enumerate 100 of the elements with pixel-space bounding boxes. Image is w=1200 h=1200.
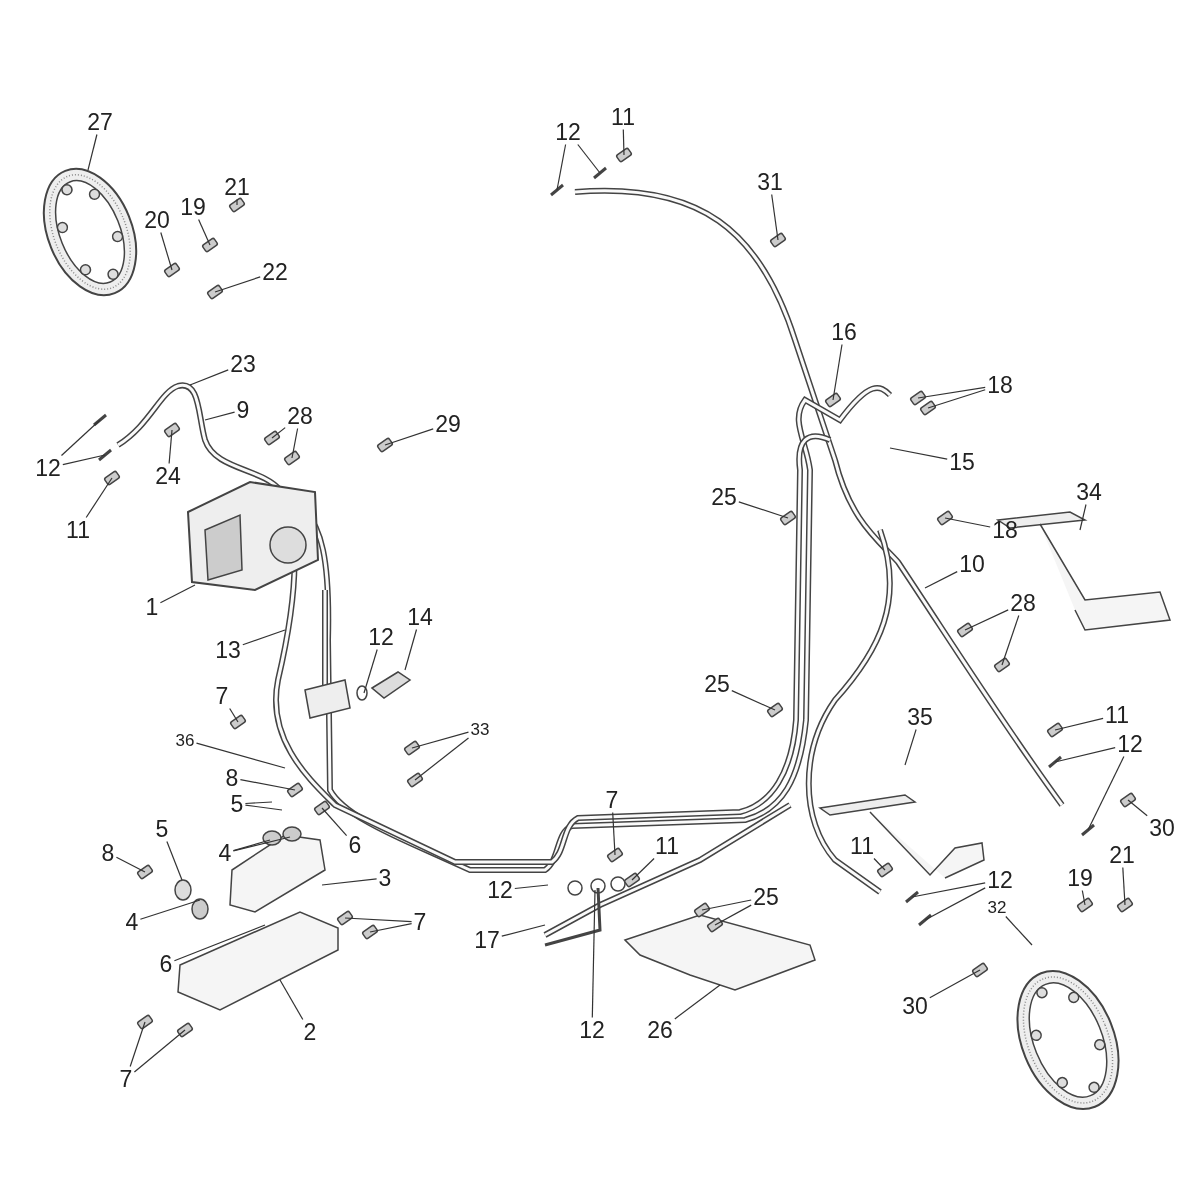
leader-line bbox=[291, 427, 299, 459]
leader-line bbox=[927, 389, 986, 409]
leader-line bbox=[1127, 799, 1148, 817]
callout-number: 19 bbox=[1067, 866, 1093, 890]
leader-line bbox=[1054, 747, 1116, 763]
leader-line bbox=[501, 924, 546, 937]
leader-line bbox=[244, 801, 273, 805]
leader-line bbox=[363, 648, 378, 694]
leader-line bbox=[232, 839, 271, 852]
callout-number: 11 bbox=[655, 834, 679, 858]
leader-line bbox=[904, 728, 917, 766]
callout-number: 24 bbox=[155, 464, 181, 488]
leader-line bbox=[929, 969, 981, 999]
leader-line bbox=[160, 231, 173, 271]
callout-number: 2 bbox=[303, 1020, 317, 1044]
callout-number: 12 bbox=[1117, 732, 1143, 756]
callout-number: 11 bbox=[1105, 703, 1129, 727]
callout-number: 25 bbox=[753, 885, 779, 909]
callout-number: 6 bbox=[348, 833, 362, 857]
leader-line bbox=[964, 609, 1009, 631]
callout-number: 11 bbox=[66, 518, 90, 542]
callout-number: 5 bbox=[230, 792, 244, 816]
callout-number: 20 bbox=[144, 208, 170, 232]
leader-line bbox=[166, 840, 183, 881]
leader-line bbox=[62, 454, 106, 466]
leader-line bbox=[229, 707, 239, 723]
callout-number: 21 bbox=[224, 175, 250, 199]
leader-line bbox=[917, 386, 986, 399]
leader-line bbox=[244, 804, 283, 811]
callout-number: 12 bbox=[487, 878, 513, 902]
callout-number: 36 bbox=[175, 731, 195, 749]
callout-number: 8 bbox=[101, 841, 115, 865]
leader-line bbox=[771, 193, 779, 241]
callout-number: 15 bbox=[949, 450, 975, 474]
leader-line bbox=[701, 899, 752, 911]
leader-line bbox=[612, 811, 616, 856]
leader-line bbox=[411, 731, 470, 749]
callout-number: 25 bbox=[704, 672, 730, 696]
leader-line bbox=[1081, 889, 1086, 906]
callout-number: 26 bbox=[647, 1018, 673, 1042]
callout-number: 34 bbox=[1076, 480, 1102, 504]
callout-number: 8 bbox=[225, 766, 239, 790]
leader-line bbox=[911, 882, 986, 898]
leader-line bbox=[889, 447, 948, 460]
leader-line bbox=[591, 889, 596, 1019]
leader-line bbox=[414, 737, 470, 781]
leader-line bbox=[321, 878, 378, 886]
callout-number: 5 bbox=[155, 817, 169, 841]
callout-number: 6 bbox=[159, 952, 173, 976]
leader-line bbox=[115, 856, 146, 873]
leader-line bbox=[321, 807, 348, 837]
callout-number: 4 bbox=[125, 910, 139, 934]
leader-line bbox=[944, 517, 991, 528]
leader-line bbox=[556, 143, 567, 191]
callout-number: 11 bbox=[850, 834, 874, 858]
callout-number: 12 bbox=[987, 868, 1013, 892]
leader-line bbox=[139, 899, 201, 920]
callout-number: 7 bbox=[215, 684, 229, 708]
leader-line bbox=[133, 1029, 186, 1073]
callout-number: 17 bbox=[474, 928, 500, 952]
callout-number: 7 bbox=[413, 910, 427, 934]
callout-number: 21 bbox=[1109, 843, 1135, 867]
leader-line bbox=[173, 924, 266, 962]
leader-line bbox=[1122, 866, 1126, 906]
leader-line bbox=[60, 419, 101, 457]
callout-number: 27 bbox=[87, 110, 113, 134]
leader-line bbox=[1087, 755, 1125, 831]
callout-number: 10 bbox=[959, 552, 985, 576]
leader-line bbox=[622, 128, 625, 156]
callout-number: 12 bbox=[555, 120, 581, 144]
callout-number: 31 bbox=[757, 170, 783, 194]
leader-line bbox=[1079, 503, 1087, 531]
callout-number: 12 bbox=[35, 456, 61, 480]
leader-line bbox=[239, 779, 296, 791]
leader-line bbox=[714, 904, 752, 926]
callout-number: 28 bbox=[1010, 591, 1036, 615]
leader-line bbox=[873, 857, 886, 871]
callout-number: 3 bbox=[378, 866, 392, 890]
callout-number: 25 bbox=[711, 485, 737, 509]
callout-number: 29 bbox=[435, 412, 461, 436]
leader-line bbox=[344, 917, 413, 923]
leader-line bbox=[384, 428, 434, 446]
callout-number: 4 bbox=[218, 841, 232, 865]
leader-line bbox=[195, 742, 286, 769]
leader-line bbox=[159, 584, 196, 604]
leader-line bbox=[404, 628, 418, 671]
leader-line bbox=[204, 411, 236, 421]
leader-line bbox=[189, 369, 229, 386]
leader-line bbox=[1054, 717, 1104, 731]
callout-number: 23 bbox=[230, 352, 256, 376]
callout-number: 11 bbox=[611, 105, 635, 129]
leader-line bbox=[738, 501, 789, 519]
callout-number: 16 bbox=[831, 320, 857, 344]
callout-number: 12 bbox=[579, 1018, 605, 1042]
leader-line bbox=[242, 629, 286, 646]
leader-line bbox=[236, 198, 238, 206]
leader-line bbox=[279, 979, 304, 1021]
leader-line bbox=[924, 571, 958, 589]
callout-number: 14 bbox=[407, 605, 433, 629]
callout-number: 1 bbox=[145, 595, 159, 619]
